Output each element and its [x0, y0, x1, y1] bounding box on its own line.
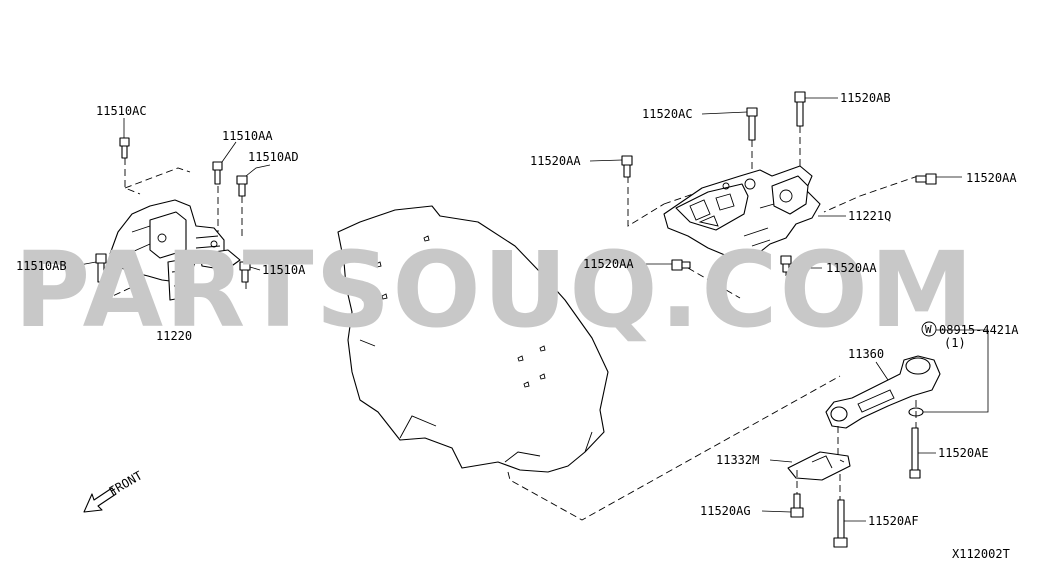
callout-11520AE[interactable]: 11520AE — [938, 446, 989, 460]
leader-lines — [73, 97, 989, 522]
bolt-11520AA-upper-right — [915, 173, 937, 185]
engine-block — [337, 205, 609, 473]
bolt-11520AB — [794, 91, 806, 127]
bolt-11520AA-lower-left — [671, 259, 691, 271]
callout-11360[interactable]: 11360 — [848, 347, 884, 361]
bolt-11520AF — [833, 499, 848, 548]
bolt-11510A — [239, 261, 251, 283]
callout-11520AG[interactable]: 11520AG — [700, 504, 751, 518]
diagram-code: X112002T — [952, 547, 1010, 561]
callout-11520AA-lower-left[interactable]: 11520AA — [583, 257, 634, 271]
callout-11520AB[interactable]: 11520AB — [840, 91, 891, 105]
bolt-11520AC — [746, 107, 758, 141]
washer-symbol-letter: W — [925, 323, 932, 336]
bolt-11520AA-lower-right — [780, 255, 792, 273]
bolt-11510AB — [95, 253, 107, 283]
callout-11520AA-upper-right[interactable]: 11520AA — [966, 171, 1017, 185]
washer-callout[interactable]: W 08915-4421A (1) — [921, 321, 1019, 350]
callout-11520AC[interactable]: 11520AC — [642, 107, 693, 121]
engine-mount-left — [103, 158, 247, 301]
callout-11510AA[interactable]: 11510AA — [222, 129, 273, 143]
bolt-11510AD — [236, 175, 248, 197]
bracket-11332M — [787, 451, 851, 481]
bolt-11510AA — [212, 161, 223, 185]
bolt-11510AC — [119, 137, 130, 159]
callout-08915-quantity: (1) — [944, 336, 966, 350]
callout-11220[interactable]: 11220 — [156, 329, 192, 343]
bolt-11520AE — [909, 427, 921, 479]
front-arrow-icon — [83, 487, 117, 513]
watermark-text: PARTSOUQ.COM — [14, 229, 975, 351]
washer-symbol-icon — [921, 321, 937, 337]
torque-rod-11360 — [825, 355, 941, 429]
callout-11520AA-upper-left[interactable]: 11520AA — [530, 154, 581, 168]
bolt-11520AA-upper-left — [621, 155, 633, 178]
engine-mount-right — [627, 126, 919, 299]
callout-11510AC[interactable]: 11510AC — [96, 104, 147, 118]
dashed-engine-link — [507, 375, 917, 521]
callout-11510A[interactable]: 11510A — [262, 263, 306, 277]
bolt-11520AG — [790, 493, 804, 518]
callout-11520AF[interactable]: 11520AF — [868, 514, 919, 528]
callout-11510AB[interactable]: 11510AB — [16, 259, 67, 273]
front-direction-indicator: FRONT — [83, 468, 145, 513]
callout-11510AD[interactable]: 11510AD — [248, 150, 299, 164]
callout-08915-4421A[interactable]: 08915-4421A — [939, 323, 1019, 337]
front-label: FRONT — [107, 468, 145, 498]
callout-11221Q[interactable]: 11221Q — [848, 209, 891, 223]
callout-11520AA-lower-right[interactable]: 11520AA — [826, 261, 877, 275]
callout-11332M[interactable]: 11332M — [716, 453, 759, 467]
